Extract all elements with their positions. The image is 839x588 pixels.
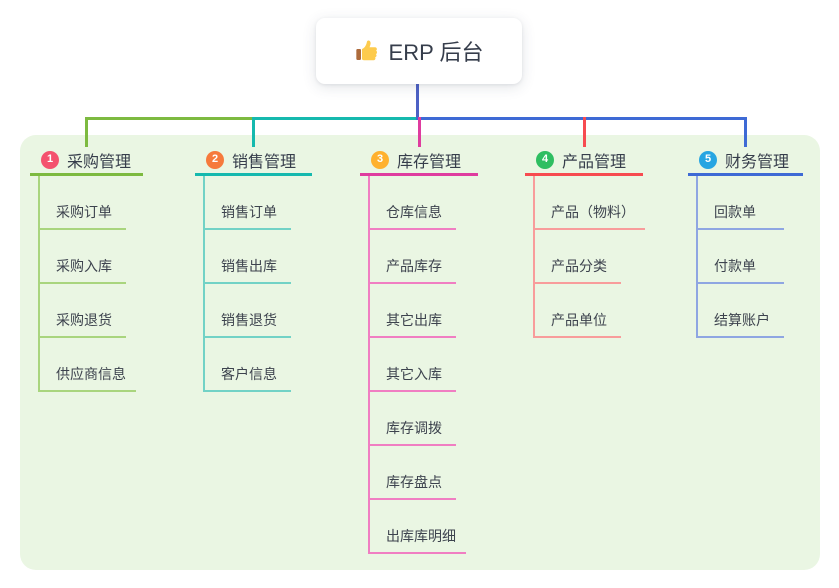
child-topic-node[interactable]: 结算账户 — [698, 284, 784, 338]
branches-panel — [20, 135, 820, 570]
child-topic-node[interactable]: 库存调拨 — [370, 392, 456, 446]
branch-number-badge: 5 — [699, 150, 717, 169]
branch-children: 回款单付款单结算账户 — [696, 176, 803, 338]
child-topic-node[interactable]: 付款单 — [698, 230, 784, 284]
child-topic-label: 仓库信息 — [386, 204, 442, 220]
child-topic-node[interactable]: 仓库信息 — [370, 176, 456, 230]
child-topic-node[interactable]: 库存盘点 — [370, 446, 456, 500]
child-topic-label: 出库库明细 — [386, 528, 456, 544]
child-topic-label: 产品分类 — [551, 258, 607, 274]
child-topic-node[interactable]: 销售出库 — [205, 230, 291, 284]
child-topic-label: 采购入库 — [56, 258, 112, 274]
bus-line-mid — [252, 117, 417, 120]
branch-children: 采购订单采购入库采购退货供应商信息 — [38, 176, 143, 392]
child-topic-label: 产品库存 — [386, 258, 442, 274]
child-topic-node[interactable]: 供应商信息 — [40, 338, 136, 392]
child-topic-label: 其它入库 — [386, 366, 442, 382]
child-topic-label: 付款单 — [714, 258, 756, 274]
drop-line-branch-3 — [417, 117, 421, 147]
child-topic-label: 供应商信息 — [56, 366, 126, 382]
branch-number-badge: 2 — [206, 150, 224, 169]
branch-title-label: 销售管理 — [232, 153, 297, 171]
child-topic-node[interactable]: 采购订单 — [40, 176, 126, 230]
child-topic-node[interactable]: 产品库存 — [370, 230, 456, 284]
child-topic-node[interactable]: 客户信息 — [205, 338, 291, 392]
drop-line-branch-5 — [744, 117, 747, 147]
child-topic-node[interactable]: 其它入库 — [370, 338, 456, 392]
drop-line-branch-1 — [85, 117, 88, 147]
drop-line-branch-2 — [252, 117, 255, 147]
child-topic-label: 库存盘点 — [386, 474, 442, 490]
branch-number-badge: 3 — [371, 150, 389, 169]
branch-number-badge: 4 — [536, 150, 554, 169]
branch-title-label: 财务管理 — [725, 153, 790, 171]
child-topic-label: 产品单位 — [551, 312, 607, 328]
branch-title-node[interactable]: 2 销售管理 — [195, 146, 312, 176]
child-topic-label: 回款单 — [714, 204, 756, 220]
branch-number-badge: 1 — [41, 150, 59, 169]
child-topic-node[interactable]: 销售退货 — [205, 284, 291, 338]
branch-children: 销售订单销售出库销售退货客户信息 — [203, 176, 312, 392]
branch-title-node[interactable]: 4 产品管理 — [525, 146, 643, 176]
child-topic-label: 库存调拨 — [386, 420, 442, 436]
child-topic-label: 销售出库 — [221, 258, 277, 274]
branch-title-label: 产品管理 — [562, 153, 627, 171]
bus-line-left — [85, 117, 252, 120]
child-topic-node[interactable]: 产品单位 — [535, 284, 621, 338]
branch-3: 3 库存管理仓库信息产品库存其它出库其它入库库存调拨库存盘点出库库明细 — [360, 146, 478, 554]
branch-title-label: 库存管理 — [397, 153, 462, 171]
branch-title-node[interactable]: 3 库存管理 — [360, 146, 478, 176]
root-connector-line — [415, 84, 419, 120]
child-topic-label: 采购订单 — [56, 204, 112, 220]
child-topic-node[interactable]: 产品分类 — [535, 230, 621, 284]
branch-5: 5 财务管理回款单付款单结算账户 — [688, 146, 803, 338]
root-node[interactable]: ERP 后台 — [316, 18, 522, 84]
child-topic-node[interactable]: 销售订单 — [205, 176, 291, 230]
branch-title-node[interactable]: 1 采购管理 — [30, 146, 143, 176]
branch-children: 产品（物料） 产品分类产品单位 — [533, 176, 645, 338]
thumbs-up-icon — [355, 40, 377, 61]
child-topic-node[interactable]: 产品（物料） — [535, 176, 645, 230]
branch-children: 仓库信息产品库存其它出库其它入库库存调拨库存盘点出库库明细 — [368, 176, 478, 554]
child-topic-node[interactable]: 采购退货 — [40, 284, 126, 338]
branch-1: 1 采购管理采购订单采购入库采购退货供应商信息 — [30, 146, 143, 392]
child-topic-node[interactable]: 回款单 — [698, 176, 784, 230]
child-topic-label: 采购退货 — [56, 312, 112, 328]
bus-line-right — [415, 117, 747, 120]
child-topic-label: 其它出库 — [386, 312, 442, 328]
child-topic-label: 销售退货 — [221, 312, 277, 328]
branch-title-node[interactable]: 5 财务管理 — [688, 146, 803, 176]
branch-4: 4 产品管理产品（物料） 产品分类产品单位 — [525, 146, 645, 338]
child-topic-label: 产品（物料） — [551, 204, 635, 220]
child-topic-label: 客户信息 — [221, 366, 277, 382]
child-topic-node[interactable]: 其它出库 — [370, 284, 456, 338]
root-label: ERP 后台 — [388, 40, 484, 65]
child-topic-label: 结算账户 — [714, 312, 770, 328]
branch-title-label: 采购管理 — [67, 153, 132, 171]
child-topic-node[interactable]: 出库库明细 — [370, 500, 466, 554]
branch-2: 2 销售管理销售订单销售出库销售退货客户信息 — [195, 146, 312, 392]
child-topic-node[interactable]: 采购入库 — [40, 230, 126, 284]
drop-line-branch-4 — [582, 117, 586, 147]
child-topic-label: 销售订单 — [221, 204, 277, 220]
